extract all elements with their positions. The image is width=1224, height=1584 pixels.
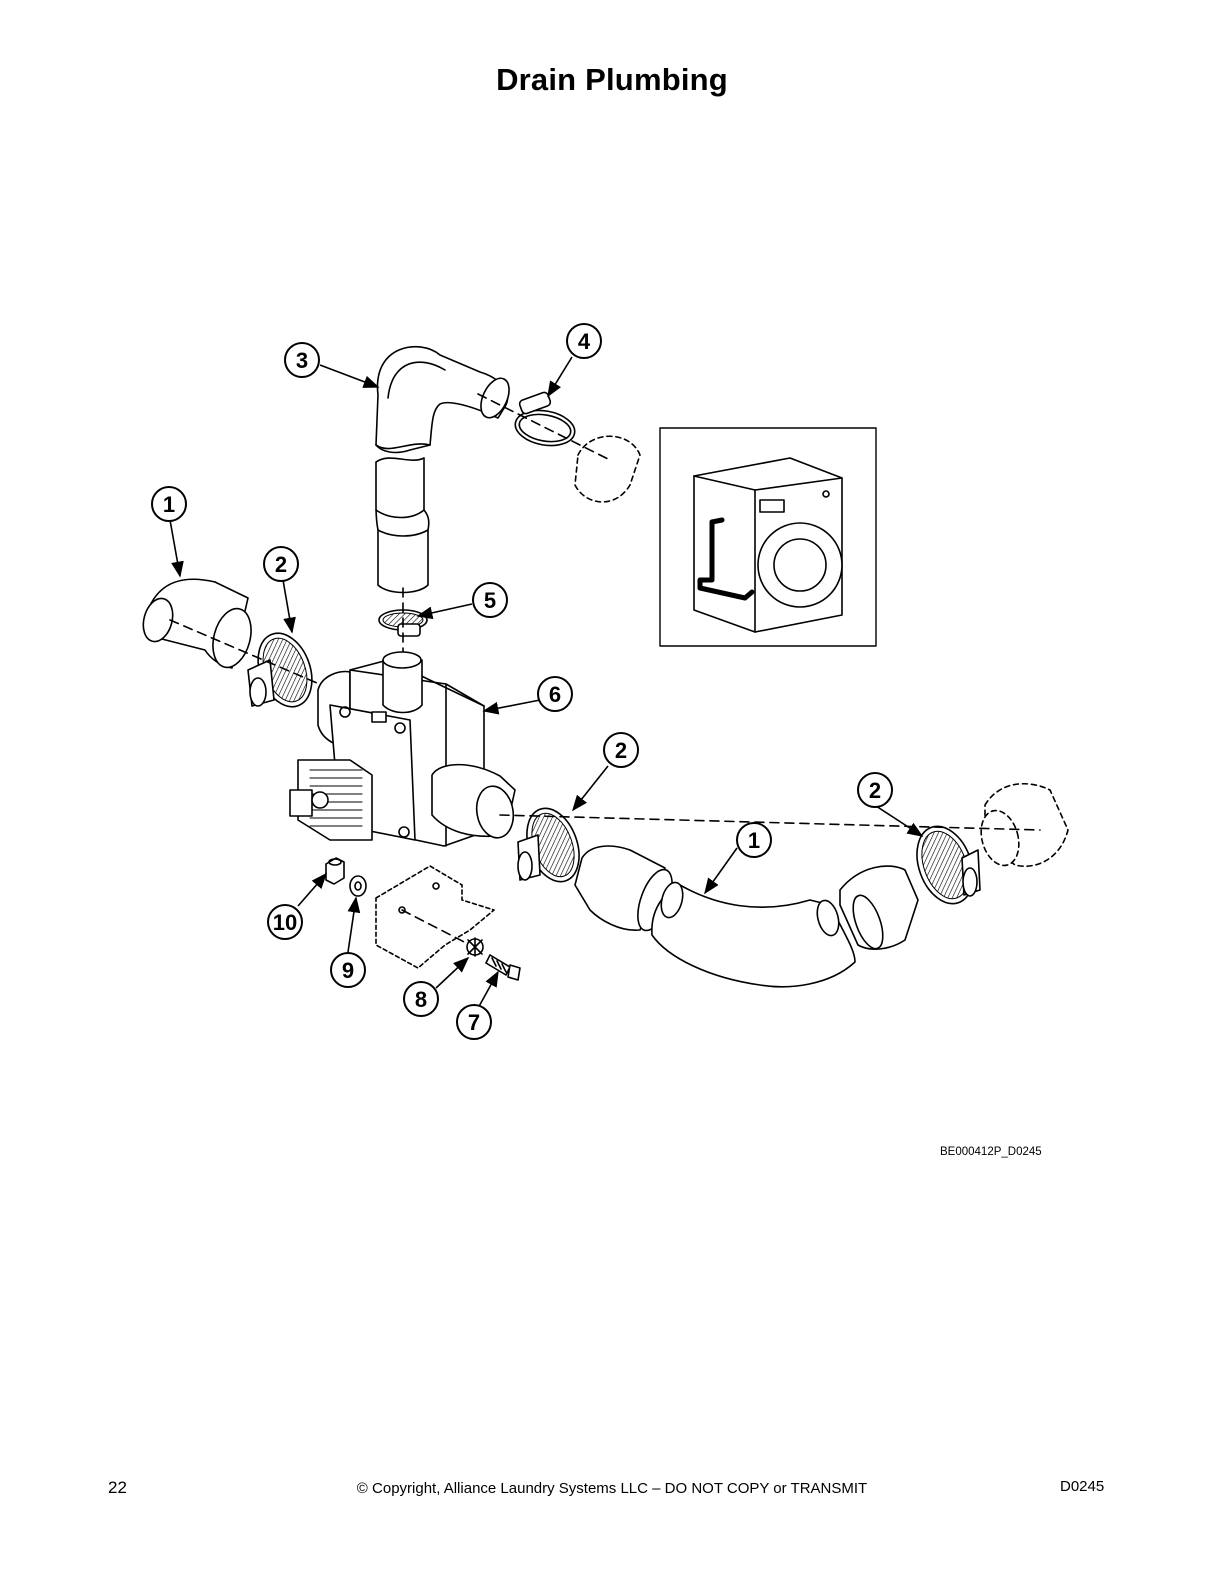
callout-circle: [151, 486, 187, 522]
callout-1: 1: [151, 486, 187, 522]
hose-1-left: [142, 578, 252, 669]
callout-6: 6: [537, 676, 573, 712]
hose-1-curved: [651, 881, 856, 988]
clamp-2-right: [916, 825, 981, 905]
callout-2: 2: [603, 732, 639, 768]
callout-circle: [456, 1004, 492, 1040]
callout-2: 2: [263, 546, 299, 582]
callout-circle: [537, 676, 573, 712]
phantom-tube-upper: [574, 435, 641, 503]
callout-label: 2: [615, 738, 627, 763]
callout-circle: [403, 981, 439, 1017]
callout-label: 1: [163, 492, 175, 517]
callout-3: 3: [284, 342, 320, 378]
page-title: Drain Plumbing: [496, 62, 728, 97]
callout-9: 9: [330, 952, 366, 988]
washer-inset: [659, 427, 877, 647]
callout-5: 5: [472, 582, 508, 618]
copyright-notice: © Copyright, Alliance Laundry Systems LL…: [356, 1480, 868, 1497]
clamp-4: [514, 391, 576, 447]
callout-label: 2: [275, 552, 287, 577]
callout-2: 2: [857, 772, 893, 808]
callout-label: 9: [342, 958, 354, 983]
callout-group: 3 4 1 2 5 6 2 2 1 10 9 8 7: [151, 323, 893, 1040]
callout-8: 8: [403, 981, 439, 1017]
callout-circle: [857, 772, 893, 808]
washer-9: [349, 875, 367, 897]
callout-circle: [263, 546, 299, 582]
callout-circle: [330, 952, 366, 988]
document-code: D0245: [1060, 1478, 1105, 1495]
figure-id: BE000412P_D0245: [940, 1146, 1042, 1158]
callout-label: 1: [748, 828, 760, 853]
elbow-hose-3: [375, 345, 510, 594]
callout-circle: [267, 904, 303, 940]
clamp-2-middle: [517, 807, 580, 883]
callout-10: 10: [267, 904, 303, 940]
lock-washer-8: [466, 937, 484, 957]
callout-label: 2: [869, 778, 881, 803]
callout-circle: [603, 732, 639, 768]
callout-7: 7: [456, 1004, 492, 1040]
drain-pump-6: [289, 651, 516, 847]
callout-label: 6: [549, 682, 561, 707]
mounting-bracket: [375, 865, 495, 969]
hose-coupler-right: [839, 865, 919, 950]
bolt-7: [485, 954, 521, 981]
callout-label: 4: [578, 329, 591, 354]
callout-label: 8: [415, 987, 427, 1012]
callout-1: 1: [736, 822, 772, 858]
callout-circle: [472, 582, 508, 618]
callout-label: 10: [273, 910, 297, 935]
callout-circle: [566, 323, 602, 359]
page-number: 22: [108, 1478, 127, 1497]
nut-10: [325, 857, 345, 885]
callout-4: 4: [566, 323, 602, 359]
callout-label: 5: [484, 588, 496, 613]
callout-circle: [736, 822, 772, 858]
callout-label: 7: [468, 1010, 480, 1035]
callout-circle: [284, 342, 320, 378]
hose-coupler-left: [574, 845, 673, 932]
callout-label: 3: [296, 348, 308, 373]
